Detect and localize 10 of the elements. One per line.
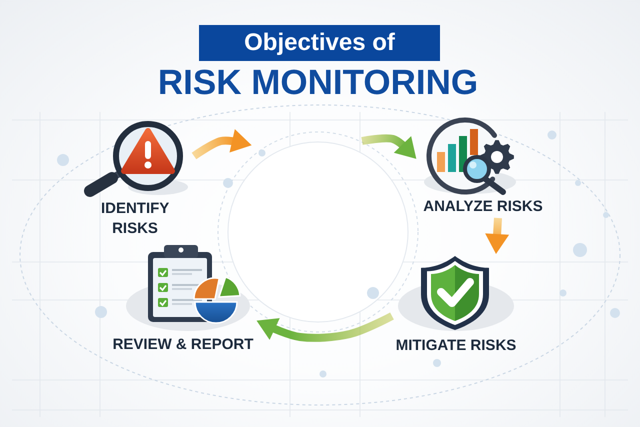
step-label: REVIEW & REPORT (112, 335, 254, 355)
subtitle-heading: RISK MONITORING (158, 62, 478, 104)
step-label: MITIGATE RISKS (396, 336, 516, 356)
title-heading: Objectives of (199, 25, 440, 61)
curved-arrow (485, 218, 510, 254)
curved-arrow (361, 134, 416, 159)
step-label: ANALYZE RISKS (423, 197, 543, 217)
step-label: IDENTIFY RISKS (100, 199, 170, 239)
curved-arrow (256, 312, 394, 342)
curved-arrow (192, 129, 252, 160)
